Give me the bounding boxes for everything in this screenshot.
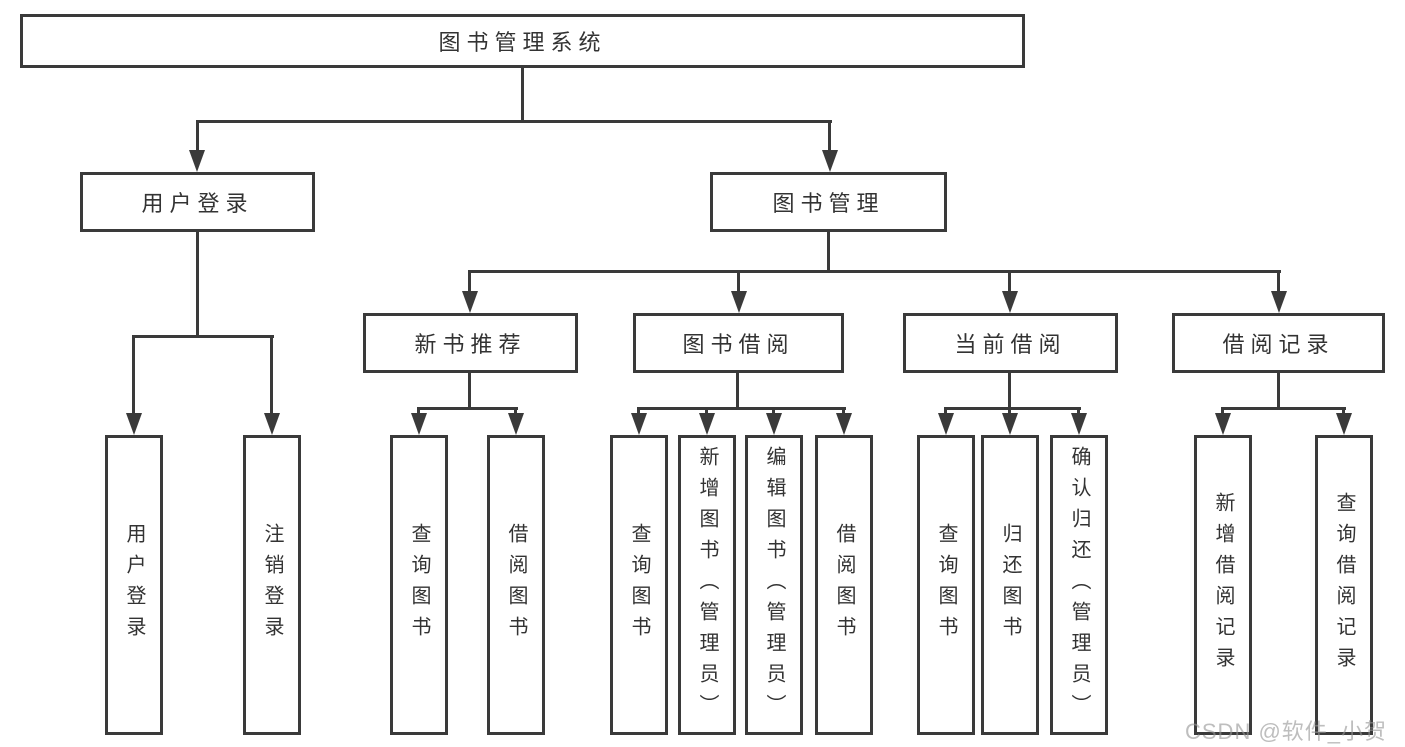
connector-line bbox=[417, 407, 518, 410]
connector-line bbox=[828, 120, 831, 152]
connector-line bbox=[1277, 373, 1280, 407]
leaf-confirm-return-admin: 确认归还（管理员） bbox=[1050, 435, 1108, 735]
arrow-down-icon bbox=[766, 413, 782, 435]
arrow-down-icon bbox=[126, 413, 142, 435]
arrow-down-icon bbox=[938, 413, 954, 435]
node-label: 编辑图书（管理员） bbox=[763, 445, 785, 725]
arrow-down-icon bbox=[1002, 291, 1018, 313]
leaf-edit-books-admin: 编辑图书（管理员） bbox=[745, 435, 803, 735]
leaf-borrow-books: 借阅图书 bbox=[815, 435, 873, 735]
arrow-down-icon bbox=[731, 291, 747, 313]
node-label: 图书管理 bbox=[772, 191, 885, 216]
leaf-add-books-admin: 新增图书（管理员） bbox=[678, 435, 736, 735]
leaf-return-books: 归还图书 bbox=[981, 435, 1039, 735]
arrow-down-icon bbox=[508, 413, 524, 435]
arrow-down-icon bbox=[264, 413, 280, 435]
leaf-query-books-borrowing: 查询图书 bbox=[610, 435, 668, 735]
node-current-borrowing: 当前借阅 bbox=[903, 313, 1118, 373]
node-label: 新书推荐 bbox=[414, 332, 527, 357]
connector-line bbox=[1277, 270, 1280, 294]
node-label: 查询图书 bbox=[408, 523, 430, 647]
connector-line bbox=[196, 120, 199, 152]
connector-line bbox=[637, 407, 846, 410]
node-book-borrowing: 图书借阅 bbox=[633, 313, 844, 373]
node-label: 图书借阅 bbox=[682, 332, 795, 357]
arrow-down-icon bbox=[1271, 291, 1287, 313]
connector-line bbox=[1077, 407, 1080, 415]
node-label: 用户登录 bbox=[123, 523, 145, 647]
connector-line bbox=[705, 407, 708, 415]
connector-line bbox=[132, 335, 274, 338]
arrow-down-icon bbox=[411, 413, 427, 435]
node-label: 当前借阅 bbox=[954, 332, 1067, 357]
node-borrowing-records: 借阅记录 bbox=[1172, 313, 1385, 373]
connector-line bbox=[1221, 407, 1346, 410]
arrow-down-icon bbox=[822, 150, 838, 172]
connector-line bbox=[521, 68, 524, 120]
node-label: 用户登录 bbox=[141, 191, 254, 216]
arrow-down-icon bbox=[1336, 413, 1352, 435]
node-label: 归还图书 bbox=[999, 523, 1021, 647]
connector-line bbox=[1008, 407, 1011, 415]
leaf-query-books-recommend: 查询图书 bbox=[390, 435, 448, 735]
node-label: 借阅图书 bbox=[505, 523, 527, 647]
node-label: 图书管理系统 bbox=[438, 30, 607, 55]
node-label: 查询借阅记录 bbox=[1333, 492, 1355, 678]
arrow-down-icon bbox=[699, 413, 715, 435]
connector-line bbox=[1008, 270, 1011, 294]
arrow-down-icon bbox=[462, 291, 478, 313]
leaf-query-books-current: 查询图书 bbox=[917, 435, 975, 735]
connector-line bbox=[417, 407, 420, 415]
connector-line bbox=[132, 335, 135, 415]
node-root-library-system: 图书管理系统 bbox=[20, 14, 1025, 68]
node-label: 借阅图书 bbox=[833, 523, 855, 647]
arrow-down-icon bbox=[631, 413, 647, 435]
leaf-add-borrow-record: 新增借阅记录 bbox=[1194, 435, 1252, 735]
node-label: 查询图书 bbox=[628, 523, 650, 647]
node-new-book-recommend: 新书推荐 bbox=[363, 313, 578, 373]
csdn-watermark: CSDN @软件_小贺同学 bbox=[1185, 719, 1388, 744]
node-label: 查询图书 bbox=[935, 523, 957, 647]
connector-line bbox=[468, 270, 1281, 273]
connector-line bbox=[1008, 373, 1011, 407]
arrow-down-icon bbox=[189, 150, 205, 172]
leaf-user-login: 用户登录 bbox=[105, 435, 163, 735]
connector-line bbox=[827, 232, 830, 270]
leaf-logout: 注销登录 bbox=[243, 435, 301, 735]
connector-line bbox=[737, 270, 740, 294]
node-label: 新增借阅记录 bbox=[1212, 492, 1234, 678]
node-label: 新增图书（管理员） bbox=[696, 445, 718, 725]
connector-line bbox=[736, 373, 739, 407]
arrow-down-icon bbox=[836, 413, 852, 435]
connector-line bbox=[944, 407, 1081, 410]
node-user-login-branch: 用户登录 bbox=[80, 172, 315, 232]
node-label: 借阅记录 bbox=[1222, 332, 1335, 357]
connector-line bbox=[842, 407, 845, 415]
arrow-down-icon bbox=[1215, 413, 1231, 435]
leaf-borrow-books-recommend: 借阅图书 bbox=[487, 435, 545, 735]
connector-line bbox=[514, 407, 517, 415]
connector-line bbox=[1342, 407, 1345, 415]
connector-line bbox=[637, 407, 640, 415]
node-book-management-branch: 图书管理 bbox=[710, 172, 947, 232]
arrow-down-icon bbox=[1002, 413, 1018, 435]
leaf-query-borrow-record: 查询借阅记录 bbox=[1315, 435, 1373, 735]
node-label: 确认归还（管理员） bbox=[1068, 445, 1090, 725]
connector-line bbox=[772, 407, 775, 415]
connector-line bbox=[944, 407, 947, 415]
node-label: 注销登录 bbox=[261, 523, 283, 647]
connector-line bbox=[196, 232, 199, 335]
connector-line bbox=[1221, 407, 1224, 415]
connector-line bbox=[270, 335, 273, 415]
connector-line bbox=[468, 373, 471, 407]
arrow-down-icon bbox=[1071, 413, 1087, 435]
connector-line bbox=[196, 120, 832, 123]
connector-line bbox=[468, 270, 471, 294]
